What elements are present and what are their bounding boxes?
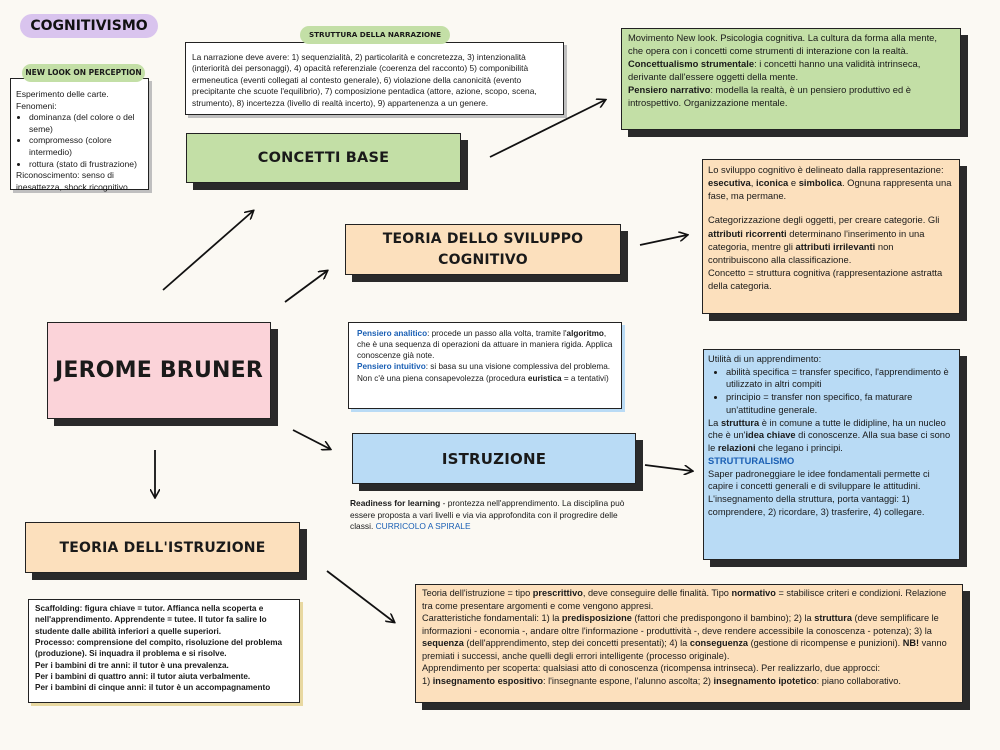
scaffolding-box: Scaffolding: figura chiave = tutor. Affi… [28, 599, 300, 703]
teoria-istruzione-detail: Teoria dell'istruzione = tipo prescritti… [415, 584, 963, 703]
pensiero-box: Pensiero analitico: procede un passo all… [348, 322, 622, 409]
arrow-to-sviluppo [284, 271, 327, 303]
new-look-list: dominanza (del colore o del seme) compro… [16, 112, 143, 170]
concetti-base-detail: Movimento New look. Psicologia cognitiva… [621, 28, 961, 130]
scaffolding-line: Processo: comprensione del compito, riso… [35, 637, 283, 659]
list-item: principio = transfer non specifico, fa m… [726, 391, 955, 416]
list-item: rottura (stato di frustrazione) [29, 159, 143, 171]
strutturalismo-label: STRUTTURALISMO [708, 455, 795, 466]
teoria-d2: Caratteristiche fondamentali: 1) la pred… [422, 613, 947, 661]
arrow-sviluppo-to-detail [639, 235, 687, 246]
narrazione-text: La narrazione deve avere: 1) sequenziali… [192, 52, 537, 108]
istruzione-title: ISTRUZIONE [441, 449, 547, 468]
pensiero-analitico: Pensiero analitico: procede un passo all… [357, 329, 613, 361]
istruzione-s2: Saper padroneggiare le idee fondamentali… [708, 468, 930, 517]
sviluppo-p2: Categorizzazione degli oggetti, per crea… [708, 214, 940, 265]
teoria-istruzione-title: TEORIA DELL'ISTRUZIONE [59, 539, 266, 556]
arrow-teoria-to-detail [326, 570, 394, 622]
scaffolding-line: Per i bambini di tre anni: il tutor è un… [35, 660, 229, 670]
sviluppo-detail: Lo sviluppo cognitivo è delineato dalla … [702, 159, 960, 314]
sviluppo-p3: Concetto = struttura cognitiva (rapprese… [708, 267, 943, 292]
list-item: compromesso (colore intermedio) [29, 135, 143, 158]
concetti-p3: Pensiero narrativo: modella la realtà, è… [628, 83, 911, 108]
sviluppo-node: TEORIA DELLO SVILUPPO COGNITIVO [345, 224, 621, 275]
scaffolding-line: Per i bambini di cinque anni: il tutor è… [35, 683, 271, 693]
teoria-istruzione-node: TEORIA DELL'ISTRUZIONE [25, 522, 300, 573]
istruzione-node: ISTRUZIONE [352, 433, 636, 484]
arrow-to-concetti [162, 211, 253, 291]
teoria-d1: Teoria dell'istruzione = tipo prescritti… [422, 588, 947, 611]
list-item: abilità specifica = transfer specifico, … [726, 366, 955, 391]
scaffolding-line: Per i bambini di quattro anni: il tutor … [35, 671, 251, 681]
header-title: COGNITIVISMO [20, 14, 158, 38]
concetti-base-title: CONCETTI BASE [257, 150, 390, 166]
concetti-p1: Movimento New look. Psicologia cognitiva… [628, 32, 938, 56]
arrow-to-istruzione [292, 429, 330, 449]
new-look-label: NEW LOOK ON PERCEPTION [22, 64, 145, 82]
teoria-d4: 1) insegnamento espositivo: l'insegnante… [422, 675, 901, 686]
istruzione-detail: Utilità di un apprendimento: abilità spe… [703, 349, 960, 560]
pensiero-intuitivo: Pensiero intuitivo: si basa su una visio… [357, 362, 611, 383]
new-look-outro: Riconoscimento: senso di inesattezza, sh… [16, 170, 131, 192]
narrazione-label: STRUTTURA DELLA NARRAZIONE [300, 26, 450, 44]
sviluppo-title: TEORIA DELLO SVILUPPO COGNITIVO [382, 231, 584, 268]
istruzione-utilita: Utilità di un apprendimento: [708, 354, 822, 364]
istruzione-list: abilità specifica = transfer specifico, … [708, 366, 955, 417]
concetti-p2: Concettualismo strumentale: i concetti h… [628, 57, 921, 82]
center-title: JEROME BRUNER [55, 358, 263, 383]
istruzione-struttura: La struttura è in comune a tutte le didi… [708, 417, 951, 454]
narrazione-box: La narrazione deve avere: 1) sequenziali… [185, 42, 564, 115]
readiness-text: Readiness for learning - prontezza nell'… [350, 498, 625, 532]
center-node: JEROME BRUNER [47, 322, 271, 419]
sviluppo-p1: Lo sviluppo cognitivo è delineato dalla … [708, 164, 952, 202]
new-look-box: Esperimento delle carte. Fenomeni: domin… [10, 78, 149, 192]
scaffolding-line: Scaffolding: figura chiave = tutor. Affi… [35, 604, 267, 636]
arrow-istruzione-to-detail [644, 464, 692, 471]
teoria-d3: Apprendimento per scoperta: qualsiasi at… [422, 663, 881, 674]
concetti-base-node: CONCETTI BASE [186, 133, 461, 183]
new-look-intro: Esperimento delle carte. Fenomeni: [16, 89, 109, 111]
list-item: dominanza (del colore o del seme) [29, 112, 143, 135]
